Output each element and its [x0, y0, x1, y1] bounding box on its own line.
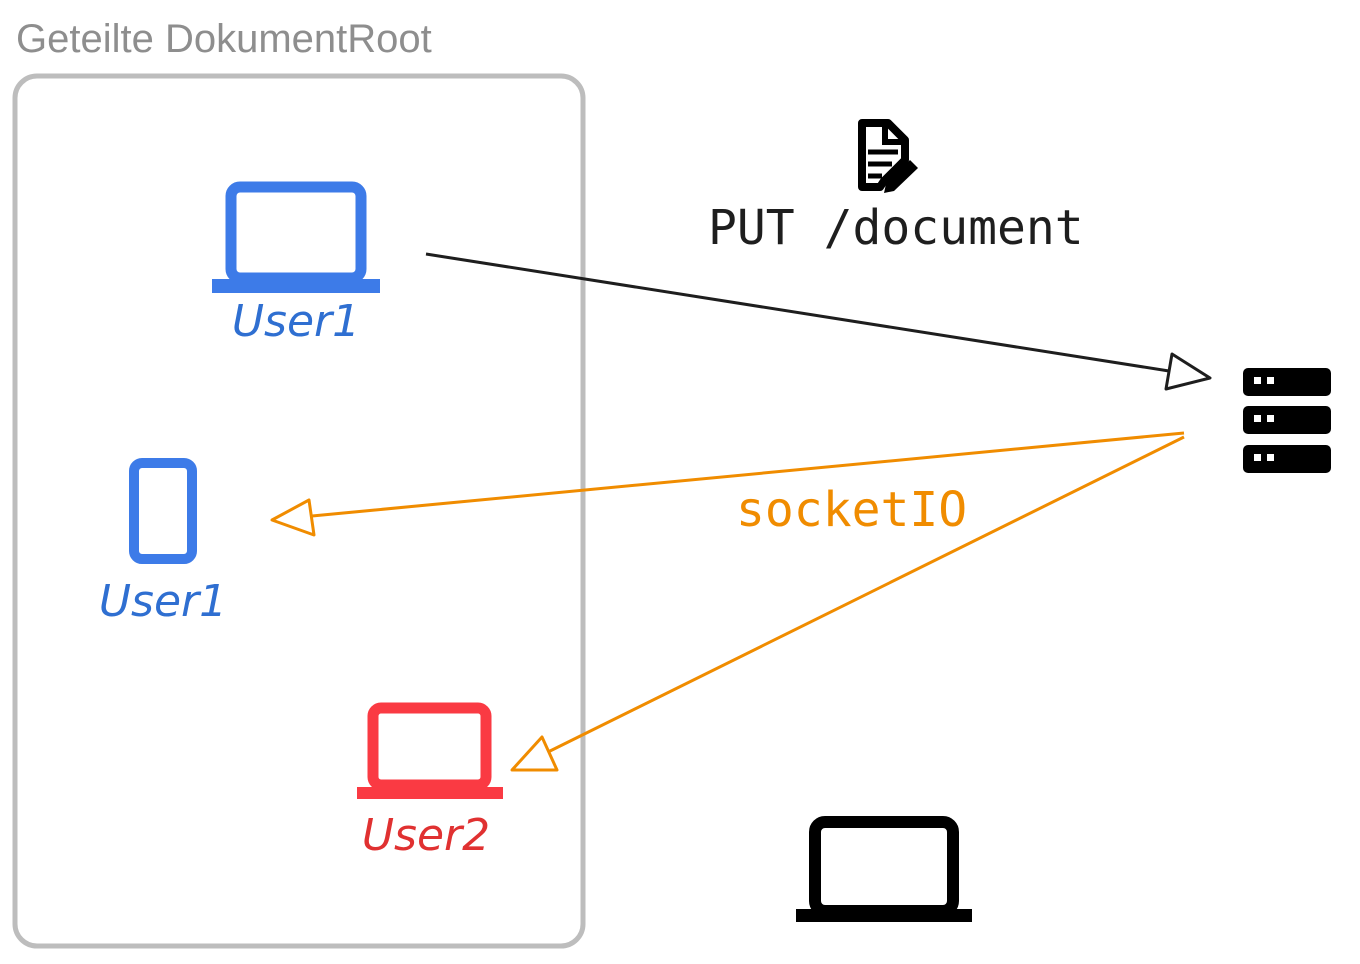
- server-icon: [1243, 368, 1331, 473]
- laptop-user2-icon: [357, 702, 503, 799]
- phone-user1-icon: [129, 458, 197, 564]
- group-box: [12, 73, 586, 949]
- socket-arrow-laptop-user2: [510, 435, 1185, 772]
- put-request-arrow: [425, 252, 1212, 391]
- group-title: Geteilte DokumentRoot: [16, 17, 432, 61]
- document-edit-icon: [858, 119, 918, 193]
- laptop-user2-label: User2: [362, 810, 490, 861]
- laptop-user1-label: User1: [232, 296, 360, 347]
- laptop-user1-icon: [212, 181, 380, 293]
- put-request-label: PUT /document: [708, 200, 1084, 256]
- socket-label: socketIO: [736, 482, 967, 538]
- laptop-outside-icon: [796, 816, 972, 922]
- phone-user1-label: User1: [99, 576, 227, 627]
- socket-arrow-phone: [270, 431, 1185, 537]
